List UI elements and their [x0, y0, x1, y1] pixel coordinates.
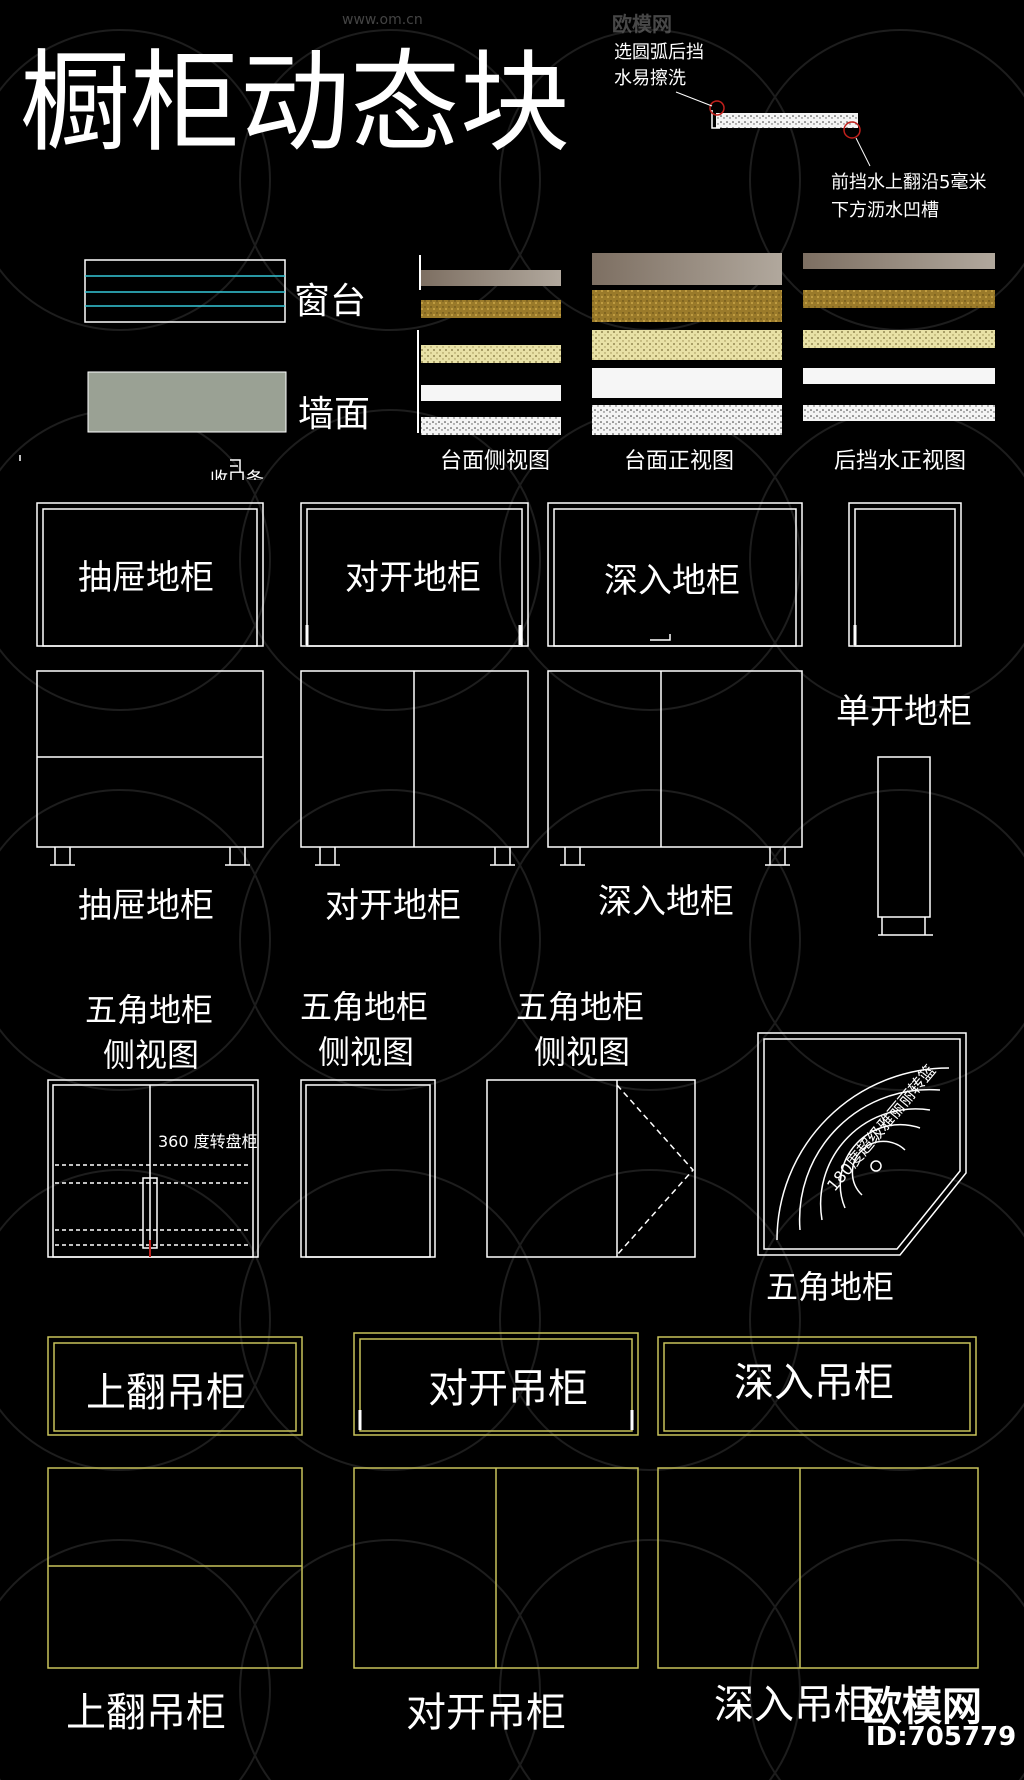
plan-double: 对开地柜	[345, 558, 481, 598]
elev-double: 对开地柜	[325, 886, 461, 926]
wall-elevations	[47, 1467, 979, 1669]
label-back-view: 后挡水正视图	[834, 449, 967, 474]
note-arc-2: 水易擦洗	[614, 68, 686, 89]
corner-side2-title: 五角地柜	[300, 988, 429, 1026]
elev-drawer: 抽屉地柜	[78, 886, 214, 926]
note-flange-2: 下方沥水凹槽	[831, 200, 939, 221]
page-title: 橱柜动态块	[20, 39, 570, 167]
wall-plans	[47, 1332, 977, 1436]
note-flange-1: 前挡水上翻沿5毫米	[831, 172, 987, 193]
label-wall: 墙面	[298, 394, 371, 435]
watermark-id: ID:705779	[866, 1722, 1017, 1752]
swatches-front	[592, 253, 782, 435]
swatches-back	[803, 253, 995, 421]
wall-elev-double: 对开吊柜	[406, 1690, 566, 1736]
wall-plan-deep: 深入吊柜	[734, 1360, 894, 1406]
corner-plan-label: 五角地柜	[766, 1268, 895, 1306]
plan-drawer: 抽屉地柜	[78, 558, 214, 598]
countertop-profile	[675, 91, 871, 167]
watermark-url: www.om.cn	[342, 12, 423, 28]
label-side-view: 台面侧视图	[440, 449, 551, 474]
plan-deep: 深入地柜	[604, 561, 740, 601]
wall-plan-flip: 上翻吊柜	[86, 1370, 246, 1416]
basket-360-label: 360 度转盘柜	[158, 1132, 258, 1151]
label-trim: 收口条	[210, 469, 264, 480]
corner-side3-sub: 侧视图	[534, 1033, 631, 1071]
wall-block	[87, 371, 287, 433]
swatches-side	[417, 255, 561, 435]
watermark-brand: 欧模网	[612, 12, 672, 36]
base-plans	[36, 502, 962, 647]
label-window-sill: 窗台	[294, 281, 367, 322]
corner-plan	[757, 1032, 967, 1256]
note-arc-1: 选圆弧后挡	[614, 42, 704, 63]
base-elevations	[36, 670, 933, 936]
window-sill-block	[84, 259, 286, 323]
wall-plan-double: 对开吊柜	[428, 1366, 588, 1412]
wall-elev-flip: 上翻吊柜	[66, 1690, 226, 1736]
corner-side-views	[47, 1079, 696, 1258]
watermark-brand-large: 欧模网	[862, 1684, 982, 1730]
elev-single: 单开地柜	[836, 692, 972, 732]
elev-deep: 深入地柜	[598, 882, 734, 922]
corner-side3-title: 五角地柜	[516, 988, 645, 1026]
corner-side1-sub: 侧视图	[103, 1036, 200, 1074]
corner-side1-title: 五角地柜	[85, 991, 214, 1029]
wall-elev-deep: 深入吊柜	[714, 1682, 874, 1728]
corner-side2-sub: 侧视图	[318, 1033, 415, 1071]
label-front-view: 台面正视图	[624, 449, 735, 474]
